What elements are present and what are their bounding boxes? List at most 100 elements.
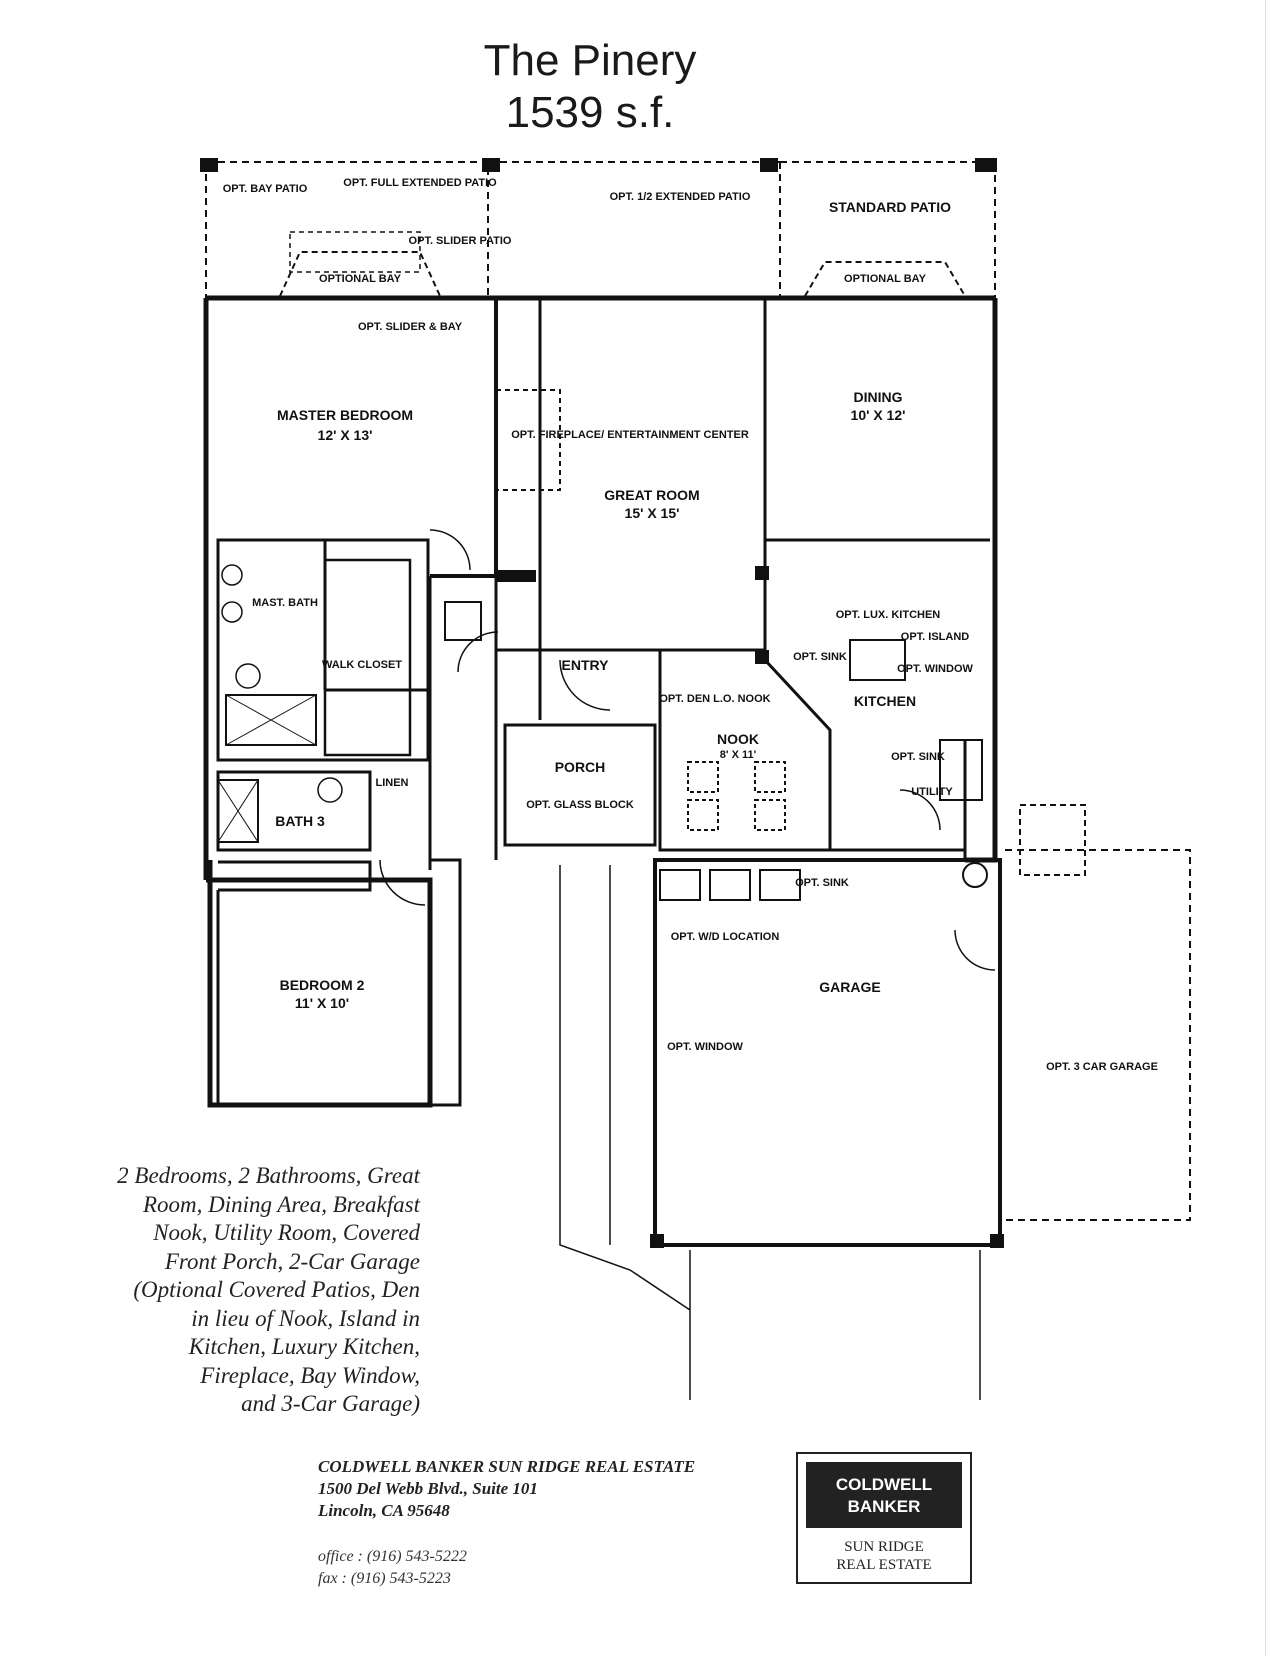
porch-walls xyxy=(503,723,657,847)
label-opt-lux-kitchen: OPT. LUX. KITCHEN xyxy=(836,609,941,621)
slider-patio-box xyxy=(289,231,421,273)
bay-left xyxy=(279,251,441,297)
nook-chair-3 xyxy=(687,799,719,831)
agency-address-block: COLDWELL BANKER SUN RIDGE REAL ESTATE 15… xyxy=(318,1456,695,1522)
laundry-3 xyxy=(759,869,801,901)
door-swing-4 xyxy=(559,659,611,711)
label-great-room-dim: 15' X 15' xyxy=(625,505,680,521)
closet-walls xyxy=(323,558,412,757)
toilet xyxy=(235,663,261,689)
bath3-walls xyxy=(216,770,372,852)
label-bedroom-2-dim: 11' X 10' xyxy=(295,995,349,1011)
description-line: (Optional Covered Patios, Den xyxy=(133,1277,420,1302)
logo-subtitle: SUN RIDGE REAL ESTATE xyxy=(798,1538,970,1574)
label-bedroom-2: BEDROOM 2 xyxy=(280,977,365,993)
kitchen-island xyxy=(849,639,906,681)
nook-chair-4 xyxy=(754,799,786,831)
label-walk-closet: WALK CLOSET xyxy=(322,659,402,671)
shower-x xyxy=(217,779,259,843)
label-master-bedroom-dim: 12' X 13' xyxy=(318,427,373,443)
description-line: Kitchen, Luxury Kitchen, xyxy=(188,1334,420,1359)
door-swing-5 xyxy=(899,789,941,831)
bathtub-x xyxy=(225,694,317,746)
plan-square-footage: 1539 s.f. xyxy=(505,88,675,137)
agency-contact-block: office : (916) 543-5222 fax : (916) 543-… xyxy=(318,1546,467,1590)
fireplace xyxy=(496,389,561,491)
label-opt-den: OPT. DEN L.O. NOOK xyxy=(659,693,770,705)
description-line: Room, Dining Area, Breakfast xyxy=(142,1191,420,1217)
label-opt-window-2: OPT. WINDOW xyxy=(667,1041,743,1053)
label-bath-3: BATH 3 xyxy=(275,813,325,829)
page-edge-rule xyxy=(1265,0,1266,1656)
plan-title: The Pinery xyxy=(483,36,697,85)
label-opt-slider-patio: OPT. SLIDER PATIO xyxy=(409,235,512,247)
laundry-2 xyxy=(709,869,751,901)
patio-outline-center xyxy=(488,161,781,298)
label-opt-full-extended-patio: OPT. FULL EXTENDED PATIO xyxy=(343,177,497,189)
label-nook: NOOK xyxy=(717,731,759,747)
plan-description: 2 Bedrooms, 2 Bathrooms, Great Room, Din… xyxy=(60,1162,420,1419)
logo-sub1: SUN RIDGE xyxy=(844,1539,924,1555)
label-opt-window: OPT. WINDOW xyxy=(897,663,973,675)
shower xyxy=(217,779,259,843)
label-opt-sink: OPT. SINK xyxy=(793,651,847,663)
hall-walls xyxy=(428,576,498,870)
sink-1 xyxy=(221,564,243,586)
garage-right-post xyxy=(990,1234,1004,1248)
nook-walls xyxy=(658,648,830,852)
label-opt-fireplace: OPT. FIREPLACE/ ENTERTAINMENT CENTER xyxy=(511,429,749,441)
water-heater xyxy=(962,862,988,888)
opt-utility-box xyxy=(1019,804,1086,876)
nook-chair-1 xyxy=(687,761,719,793)
description-line: Front Porch, 2-Car Garage xyxy=(164,1248,420,1274)
garage-left-post xyxy=(650,1234,664,1248)
north-wing-wall xyxy=(965,298,998,863)
description-line: 2 Bedrooms, 2 Bathrooms, Great xyxy=(117,1163,420,1188)
column-1 xyxy=(496,570,536,582)
label-optional-bay-2: OPTIONAL BAY xyxy=(844,273,927,285)
label-master-bedroom: MASTER BEDROOM xyxy=(277,407,413,423)
description-line: in lieu of Nook, Island in xyxy=(191,1305,420,1331)
label-opt-bay-patio: OPT. BAY PATIO xyxy=(223,183,308,195)
label-kitchen: KITCHEN xyxy=(854,693,916,709)
label-standard-patio: STANDARD PATIO xyxy=(829,199,951,215)
column-2 xyxy=(755,566,769,580)
label-opt-sink-3: OPT. SINK xyxy=(795,877,849,889)
patio-post-1 xyxy=(200,158,218,172)
entry-table xyxy=(444,601,482,641)
logo-line2: BANKER xyxy=(847,1497,921,1516)
mast-bath-walls xyxy=(216,538,430,762)
patio-post-3 xyxy=(760,158,778,172)
logo-mark: COLDWELL BANKER xyxy=(806,1462,962,1528)
agency-name: COLDWELL BANKER SUN RIDGE REAL ESTATE xyxy=(318,1457,696,1476)
label-great-room: GREAT ROOM xyxy=(604,487,699,503)
range xyxy=(939,739,983,801)
agency-address-line2: Lincoln, CA 95648 xyxy=(318,1501,450,1520)
label-opt-3-car-garage: OPT. 3 CAR GARAGE xyxy=(1046,1061,1158,1073)
nook-chair-2 xyxy=(754,761,786,793)
label-opt-wd-location: OPT. W/D LOCATION xyxy=(671,931,780,943)
label-nook-dim: 8' X 11' xyxy=(720,749,757,761)
logo-sub2: REAL ESTATE xyxy=(836,1557,932,1573)
label-optional-bay: OPTIONAL BAY xyxy=(319,273,402,285)
label-entry: ENTRY xyxy=(562,657,610,673)
door-swing-6 xyxy=(954,929,996,971)
bathtub xyxy=(225,694,317,746)
column-3 xyxy=(755,650,769,664)
description-line: and 3-Car Garage) xyxy=(241,1391,420,1416)
label-dining-dim: 10' X 12' xyxy=(851,407,906,423)
sink-2 xyxy=(221,601,243,623)
patio-post-4 xyxy=(975,158,997,172)
label-linen: LINEN xyxy=(376,777,409,789)
description-line: Nook, Utility Room, Covered xyxy=(153,1220,420,1245)
label-opt-slider-bay: OPT. SLIDER & BAY xyxy=(358,321,463,333)
label-opt-glass-block: OPT. GLASS BLOCK xyxy=(526,799,634,811)
label-porch: PORCH xyxy=(555,759,606,775)
label-mast-bath: MAST. BATH xyxy=(252,597,318,609)
agency-address-line1: 1500 Del Webb Blvd., Suite 101 xyxy=(318,1479,538,1498)
door-swing-3 xyxy=(379,859,426,906)
label-opt-half-extended-patio: OPT. 1/2 EXTENDED PATIO xyxy=(610,191,751,203)
sink-3 xyxy=(317,777,343,803)
description-line: Fireplace, Bay Window, xyxy=(200,1362,420,1388)
